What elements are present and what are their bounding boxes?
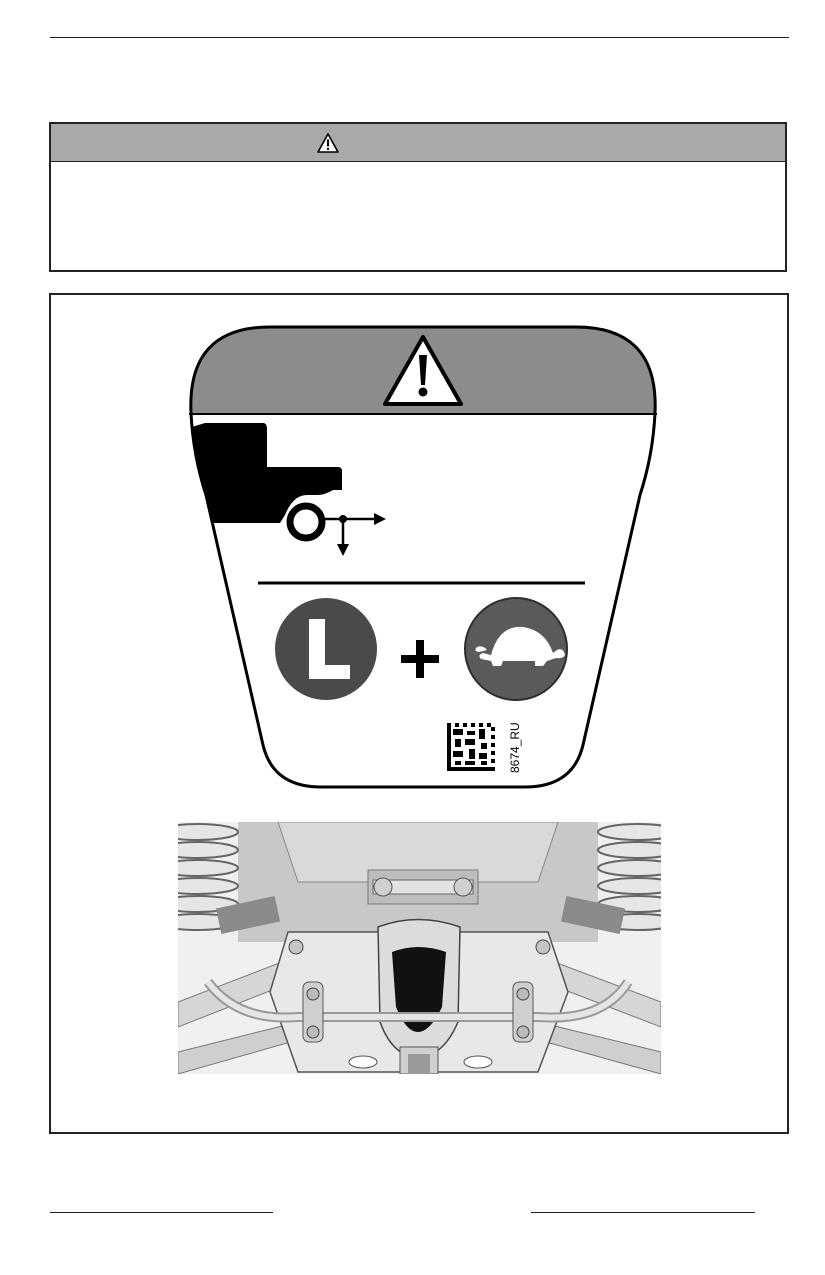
label-code: 8674_RU xyxy=(508,722,522,773)
warning-triangle-icon xyxy=(383,335,463,406)
bottom-rule-left xyxy=(50,1212,273,1213)
plus-icon xyxy=(401,640,439,678)
suspension-photo xyxy=(178,822,661,1074)
wheel-icon xyxy=(286,502,326,542)
low-range-icon xyxy=(275,598,377,700)
warning-header xyxy=(51,124,785,162)
left-coil-spring xyxy=(178,823,239,931)
turtle-icon xyxy=(464,597,568,701)
warning-box xyxy=(49,122,787,272)
tow-hook xyxy=(377,918,461,1058)
top-rule xyxy=(50,37,789,38)
warning-triangle-icon xyxy=(317,133,339,153)
safety-label: 8674_RU xyxy=(189,325,657,789)
figure-box: 8674_RU xyxy=(49,293,789,1134)
data-matrix-code xyxy=(447,723,495,771)
bottom-rule-right xyxy=(531,1212,755,1213)
tow-direction-arrows-icon xyxy=(325,513,386,556)
vehicle-towing-icon xyxy=(190,423,342,523)
